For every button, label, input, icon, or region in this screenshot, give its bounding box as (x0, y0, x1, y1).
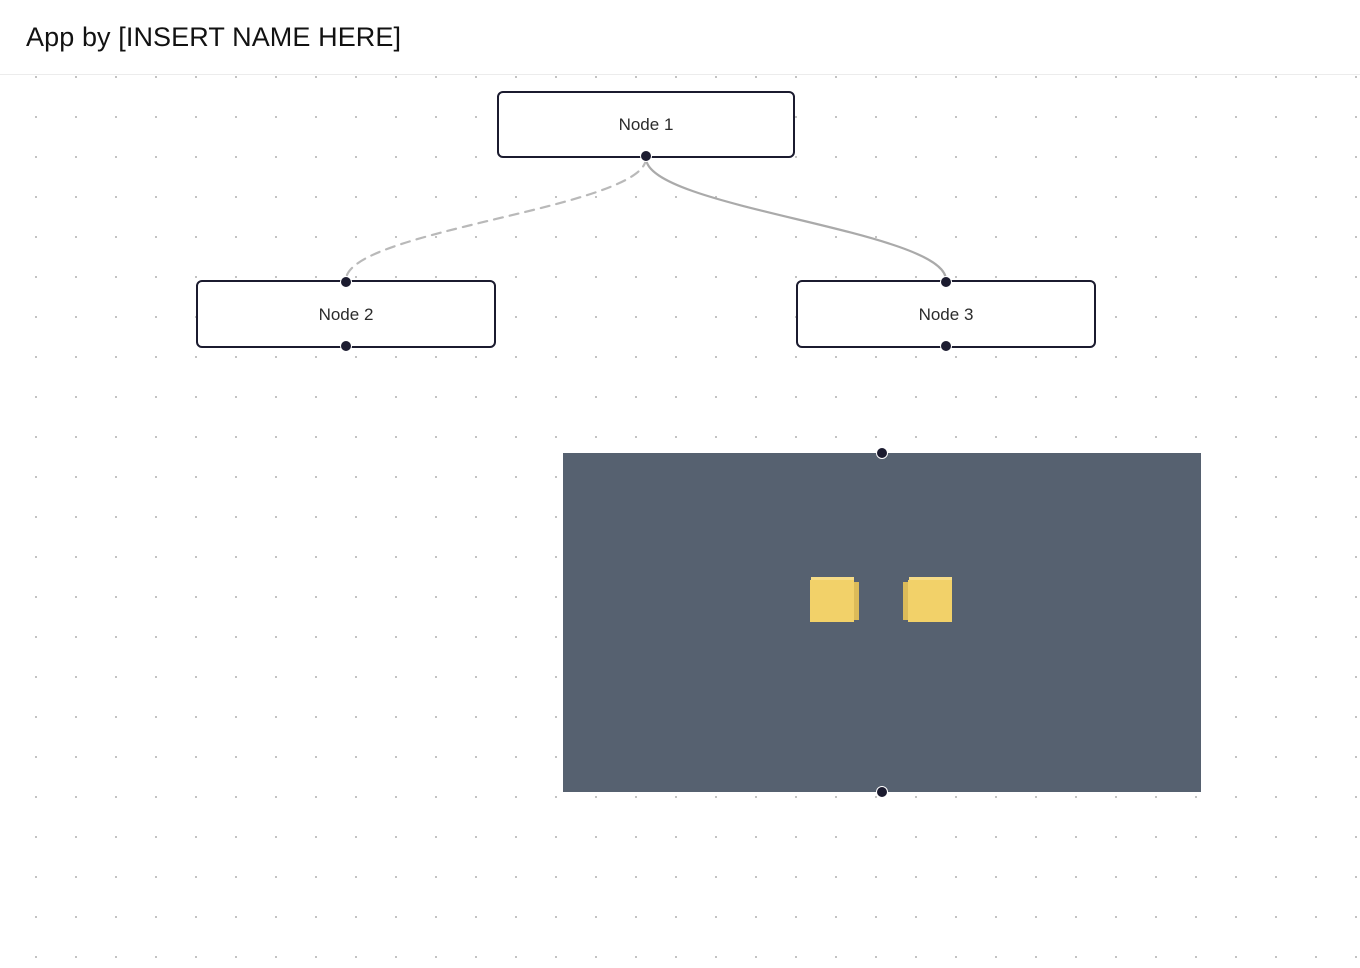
cube-object[interactable] (810, 577, 859, 622)
cube-front-face (908, 580, 952, 622)
flow-canvas[interactable]: Node 1 Node 2 Node 3 (0, 75, 1360, 968)
node-label: Node 2 (318, 304, 374, 324)
node-label: Node 3 (918, 304, 974, 324)
handle-bottom[interactable] (340, 340, 352, 352)
handle-bottom[interactable] (876, 786, 888, 798)
page-title: App by [INSERT NAME HERE] (26, 21, 402, 52)
handle-top[interactable] (340, 276, 352, 288)
edge-node1-node3[interactable] (644, 156, 948, 282)
cube-object[interactable] (903, 577, 952, 622)
edge-node1-node2[interactable] (344, 156, 648, 282)
node-label: Node 1 (618, 115, 674, 134)
node-node-3[interactable]: Node 3 (796, 276, 1096, 352)
node-node-1[interactable]: Node 1 (497, 91, 795, 162)
cube-front-face (810, 580, 854, 622)
node-node-2[interactable]: Node 2 (196, 276, 496, 352)
handle-bottom[interactable] (940, 340, 952, 352)
viewport-3d-node[interactable] (563, 447, 1201, 798)
handle-top[interactable] (940, 276, 952, 288)
cube-top-face (909, 577, 952, 581)
handle-bottom[interactable] (640, 150, 652, 162)
cube-top-face (811, 577, 854, 581)
cube-side-face (853, 582, 859, 620)
viewport-3d-scene[interactable] (563, 453, 1201, 792)
app-header: App by [INSERT NAME HERE] (0, 0, 1360, 75)
cube-side-face (903, 582, 909, 620)
handle-top[interactable] (876, 447, 888, 459)
